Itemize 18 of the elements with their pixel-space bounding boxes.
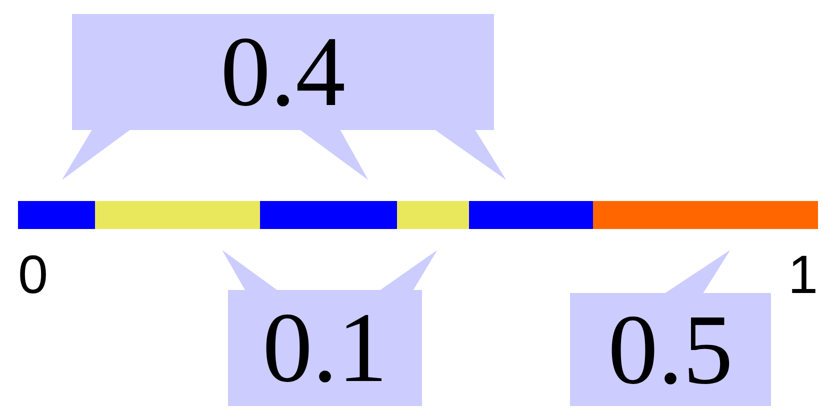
bar-segment [593, 201, 818, 229]
callout-pointer [62, 130, 130, 180]
axis-label: 0 [18, 248, 48, 302]
bar-segment [95, 201, 260, 229]
callout-value: 0.5 [608, 300, 733, 400]
callout-pointer [300, 130, 368, 180]
callout-pointer [222, 250, 278, 290]
callout-pointer [665, 250, 730, 293]
axis-label: 1 [788, 248, 818, 302]
bar-segment [18, 201, 95, 229]
callout-pointer [380, 250, 438, 290]
bar-segment [260, 201, 397, 229]
bar-segment [469, 201, 593, 229]
callout-box [228, 290, 422, 406]
bar-segment [397, 201, 469, 229]
callout-value: 0.1 [262, 298, 388, 398]
callout-value: 0.4 [220, 22, 346, 122]
callout-pointer [435, 130, 506, 180]
